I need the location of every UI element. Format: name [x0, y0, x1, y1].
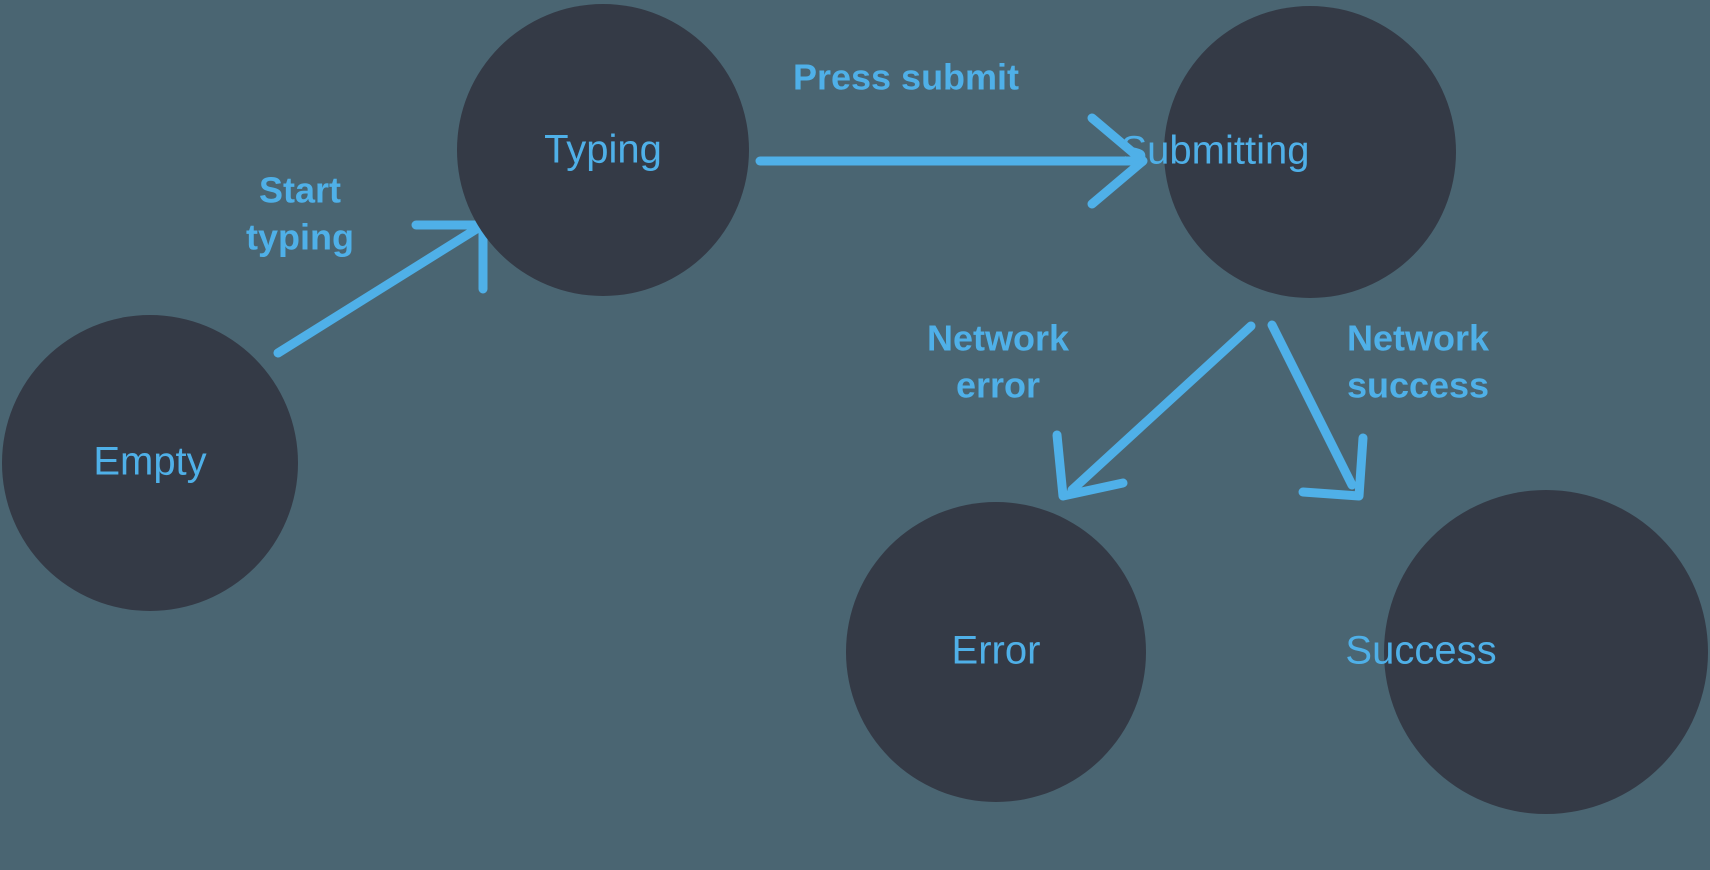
- empty-circle: [2, 315, 298, 611]
- transition-network-success[interactable]: [1267, 320, 1368, 501]
- press-submit-label-line1: Press submit: [793, 57, 1019, 98]
- state-node-success[interactable]: Success: [1345, 490, 1708, 814]
- submitting-label: Submitting: [1121, 129, 1310, 173]
- press-submit-arrowhead: [1087, 113, 1148, 209]
- typing-label: Typing: [544, 128, 662, 172]
- network-success-label-line2: success: [1347, 365, 1489, 406]
- network-success-arrow-line: [1267, 320, 1357, 490]
- network-error-label-line2: error: [956, 365, 1040, 406]
- state-node-empty[interactable]: Empty: [2, 315, 298, 611]
- start-typing-label-line1: Start: [259, 170, 341, 211]
- label-network-error: Network error: [927, 318, 1070, 406]
- network-error-arrow-line: [1067, 321, 1256, 495]
- state-node-error[interactable]: Error: [846, 502, 1146, 802]
- label-press-submit: Press submit: [793, 57, 1019, 98]
- error-label: Error: [952, 629, 1041, 673]
- network-error-arrowhead: [1052, 430, 1128, 501]
- success-label: Success: [1345, 629, 1496, 673]
- transition-press-submit[interactable]: [755, 113, 1148, 209]
- success-circle: [1384, 490, 1708, 814]
- label-start-typing: Start typing: [246, 170, 354, 258]
- start-typing-arrow-line: [273, 223, 483, 358]
- network-success-arrowhead: [1298, 433, 1368, 501]
- typing-circle: [457, 4, 749, 296]
- transition-network-error[interactable]: [1052, 321, 1256, 501]
- label-network-success: Network success: [1347, 318, 1490, 406]
- state-node-typing[interactable]: Typing: [457, 4, 749, 296]
- error-circle: [846, 502, 1146, 802]
- start-typing-label-line2: typing: [246, 217, 354, 258]
- submitting-circle: [1164, 6, 1456, 298]
- empty-label: Empty: [93, 440, 206, 484]
- network-success-label-line1: Network: [1347, 318, 1490, 359]
- state-node-submitting[interactable]: Submitting: [1121, 6, 1456, 298]
- network-error-label-line1: Network: [927, 318, 1070, 359]
